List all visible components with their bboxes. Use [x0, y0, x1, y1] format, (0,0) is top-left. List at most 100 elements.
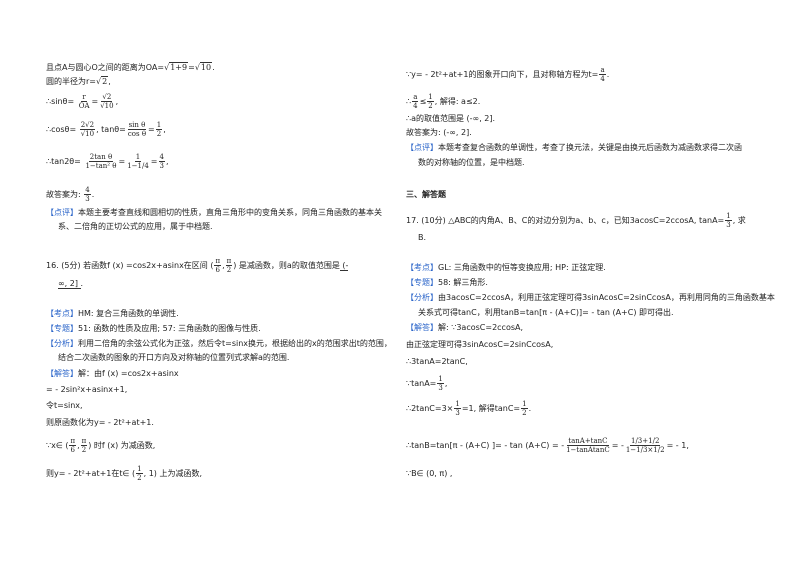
text: , [108, 77, 111, 86]
numerator: π [69, 437, 77, 446]
denominator: 2 [137, 474, 142, 482]
numerator: 1 [454, 400, 461, 409]
numerator: 1/3+1/2 [630, 437, 661, 446]
text: ∵tanA= [406, 379, 437, 388]
radicand: 1+9 [169, 62, 189, 72]
review-tag: 【点评】 [406, 143, 438, 152]
range-line: ∴a的取值范围是 (-∞, 2]. [406, 114, 495, 124]
fenxi-tag: 【分析】 [46, 339, 78, 348]
text: , 解得: a≤2. [434, 97, 481, 106]
denominator: 3 [85, 195, 90, 203]
text: ∴ [406, 97, 412, 106]
text: 58: 解三角形. [438, 278, 488, 287]
text: 令t=sinx, [46, 401, 83, 410]
denominator: OA [78, 102, 90, 110]
text: ∴cosθ= [46, 125, 77, 134]
text: B. [418, 233, 427, 242]
numerator: π [225, 257, 233, 266]
text: . [212, 63, 215, 72]
text: 故答案为: (-∞, 2]. [406, 128, 472, 137]
text: . [80, 279, 84, 288]
text: ∴3tanA=2tanC, [406, 357, 468, 366]
step-1: = - 2sin²x+asinx+1, [46, 385, 127, 395]
text: = - [611, 441, 624, 450]
radicand: 2 [101, 76, 109, 86]
denominator: cos θ [127, 130, 147, 138]
text: 利用二倍角的余弦公式化为正弦，然后令t=sinx换元，根据给出的x的范围求出t的… [78, 339, 392, 348]
text: = [188, 63, 195, 72]
numerator: 1 [134, 153, 142, 162]
text: ) 时f (x) 为减函数, [88, 441, 156, 450]
text: 本题考查复合函数的单调性，考查了换元法，关键是由换元后函数为减函数求得二次函 [438, 143, 742, 152]
text: 解: ∵3acosC=2ccosA, [438, 323, 524, 332]
text: ∴a的取值范围是 (-∞, 2]. [406, 114, 496, 123]
numerator: 4 [84, 186, 91, 195]
denominator: 2 [81, 446, 87, 454]
numerator: 2tan θ [88, 153, 114, 162]
numerator: π [214, 257, 222, 266]
text: ∵y= - 2t²+at+1的图象开口向下，且对称轴方程为t= [406, 70, 599, 79]
solution-step-1: 由正弦定理可得3sinAcosC=2sinCcosA, [406, 340, 553, 350]
jieda-line: 【解答】解：由f (x) =cos2x+asinx [46, 369, 179, 379]
denominator: 1−1/4 [127, 162, 149, 170]
solution-step-2: ∴3tanA=2tanC, [406, 357, 468, 367]
text: = [118, 157, 126, 166]
text: ∴tan2θ= [46, 157, 81, 166]
text: 则原函数化为y= - 2t²+at+1. [46, 418, 154, 427]
text: = [91, 97, 99, 106]
fenxi-line-1: 【分析】由3acosC=2ccosA，利用正弦定理可得3sinAcosC=2si… [406, 293, 775, 303]
denominator: 4 [413, 102, 418, 110]
fenxi-tag: 【分析】 [406, 293, 438, 302]
text: = [150, 157, 158, 166]
text: , [222, 261, 225, 270]
review-line-1: 【点评】本题主要考查直线和圆相切的性质，直角三角形中的变角关系，同角三角函数的基… [46, 208, 382, 218]
answer-line: 故答案为: (-∞, 2]. [406, 128, 472, 138]
zhuanti-tag: 【专题】 [46, 324, 78, 333]
text: ∵x∈ ( [46, 441, 69, 450]
numerator: 1 [521, 400, 528, 409]
numerator: 1 [155, 121, 163, 130]
text: ∴2tanC=3× [406, 404, 454, 413]
denominator: 1−tanAtanC [566, 446, 610, 454]
text: ≤ [419, 97, 427, 106]
denominator: 2 [522, 409, 527, 417]
numerator: r [81, 93, 87, 102]
fraction: 2√2√10 [79, 121, 96, 138]
zhuanti-line: 【专题】51: 函数的性质及应用; 57: 三角函数的图像与性质. [46, 324, 261, 334]
denominator: 3 [455, 409, 460, 417]
question-17: 17. (10分) △ABC的内角A、B、C的对边分别为a、b、c，已知3aco… [406, 212, 746, 229]
kaodian-tag: 【考点】 [406, 263, 438, 272]
numerator: 4 [158, 153, 165, 162]
text: 圆的半径为r= [46, 77, 96, 86]
denominator: 1−tan² θ [85, 162, 117, 170]
numerator: sin θ [127, 121, 147, 130]
numerator: tanA+tanC [567, 437, 609, 446]
sqrt-expr: √1+9 [164, 62, 189, 72]
fenxi-line-1: 【分析】利用二倍角的余弦公式化为正弦，然后令t=sinx换元，根据给出的x的范围… [46, 339, 392, 349]
question-16-line-2: ∞, 2] . [58, 279, 83, 289]
denominator: 4 [600, 75, 605, 83]
text: 系、二倍角的正切公式的应用，属于中档题. [58, 222, 213, 231]
text: 关系式可得tanC，利用tanB=tan[π - (A+C)]= - tan (… [418, 308, 674, 317]
jieda-tag: 【解答】 [46, 369, 78, 378]
denominator: 1−1/3×1/2 [625, 446, 665, 454]
text: , [165, 157, 169, 166]
kaodian-tag: 【考点】 [46, 309, 78, 318]
text: HM: 复合三角函数的单调性. [78, 309, 179, 318]
